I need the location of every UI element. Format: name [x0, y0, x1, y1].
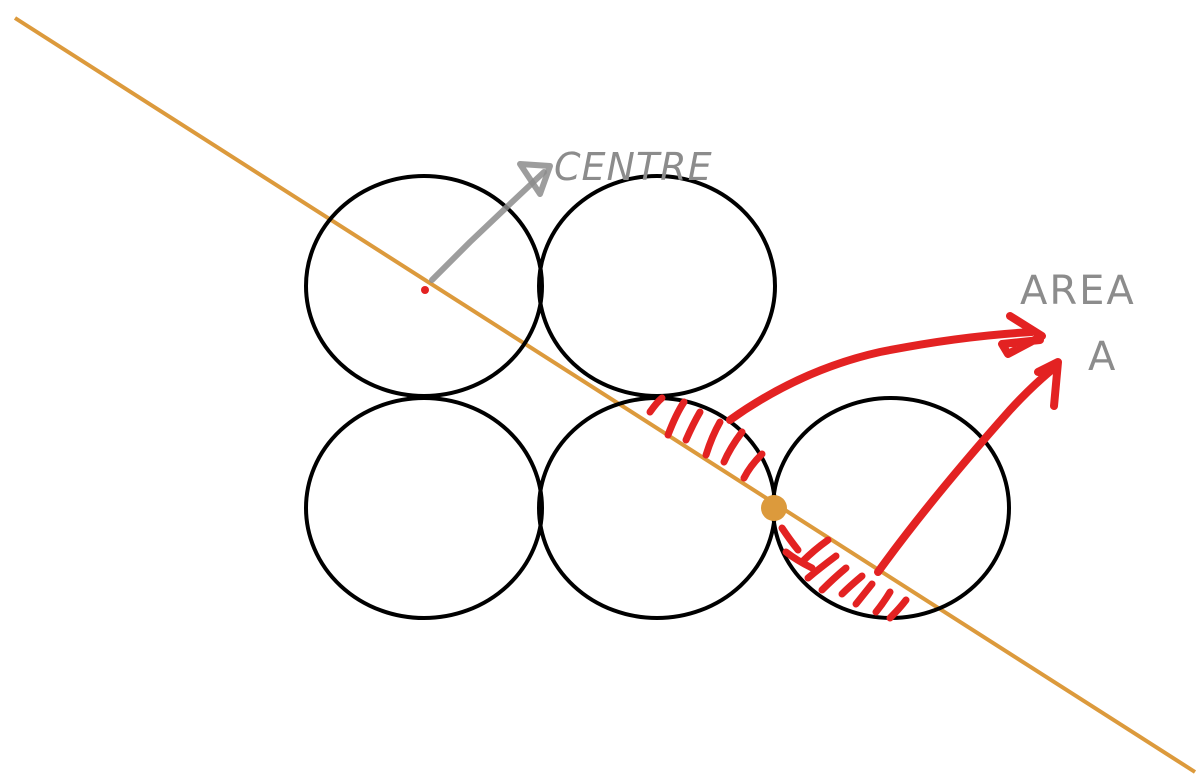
circle-bottom-left [304, 396, 544, 620]
arrow-head-icon [998, 312, 1046, 358]
circle-bottom-right [771, 396, 1011, 620]
diagonal-line [13, 16, 1197, 774]
hatch-area-upper [646, 394, 766, 482]
hatch-area-lower [778, 524, 910, 622]
curved-arrow-icon [726, 328, 1036, 424]
straight-arrow-icon [874, 364, 1058, 576]
area-label-line1: AREA [1020, 268, 1136, 314]
centre-pointer [429, 161, 553, 283]
circle-top-middle [537, 174, 777, 398]
circle-group [304, 174, 1011, 620]
centre-label: CENTRE [554, 145, 713, 189]
arrow-head-icon [1034, 358, 1062, 410]
area-label-line2: A [1088, 334, 1117, 380]
arrow-head-icon [517, 161, 553, 197]
tangent-point [761, 495, 787, 521]
area-arrows [726, 312, 1062, 576]
center-dot [421, 286, 429, 294]
arrow-up-right-icon [429, 169, 547, 283]
